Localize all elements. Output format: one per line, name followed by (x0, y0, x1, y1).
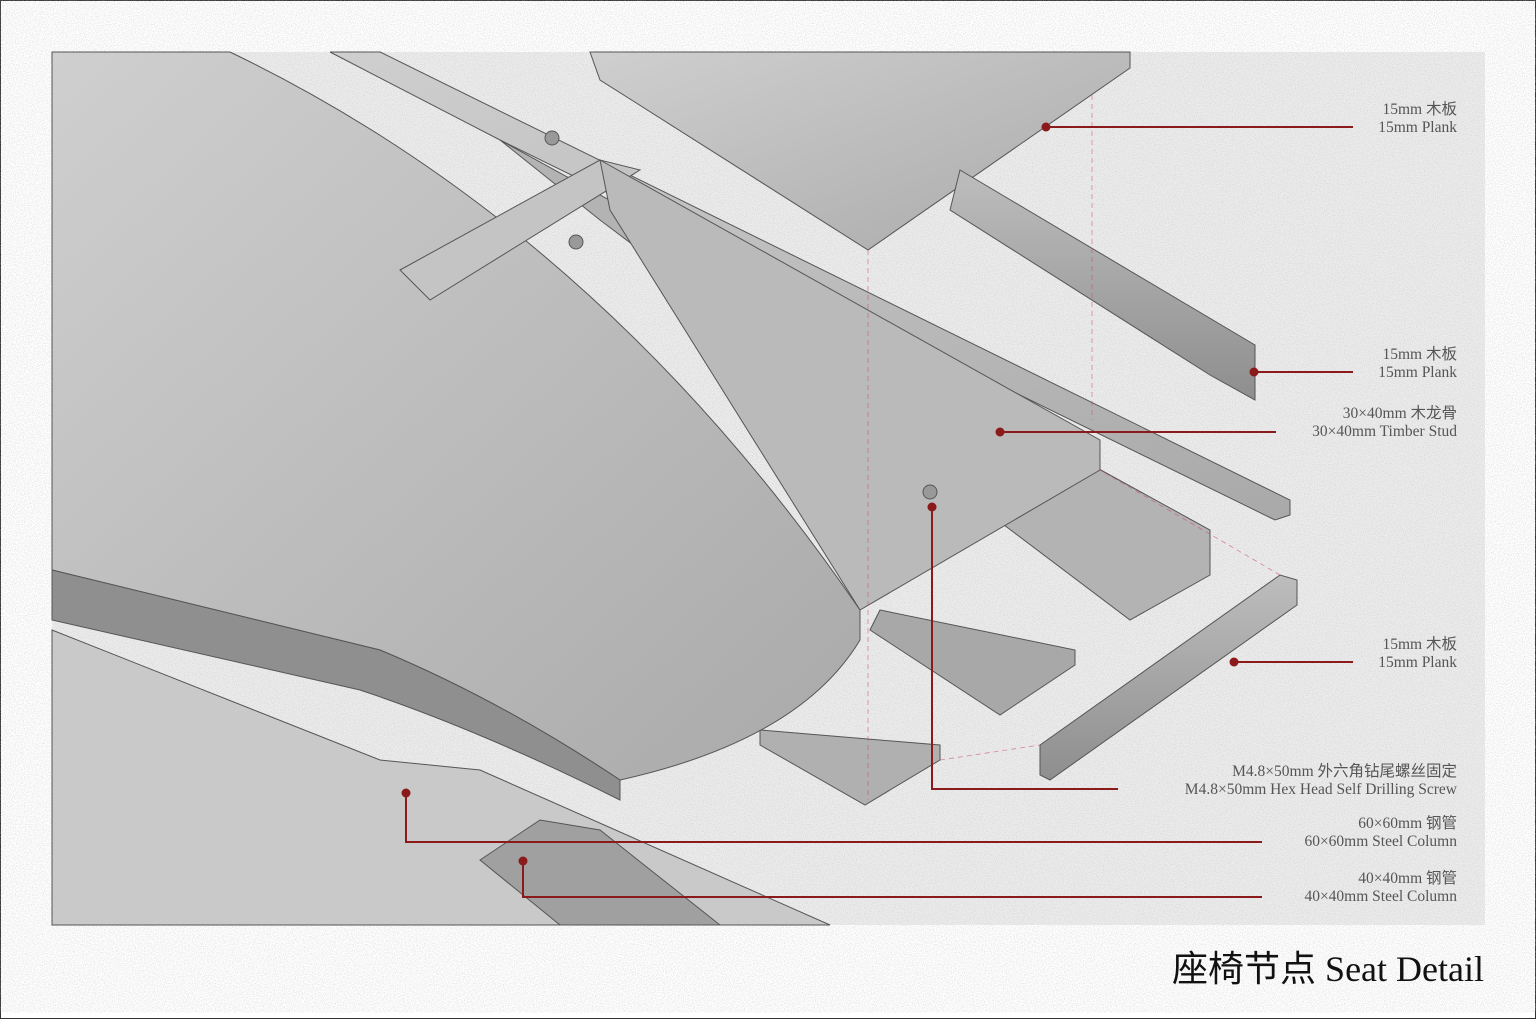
plank-strip (949, 169, 1256, 401)
timber-stud (399, 159, 642, 301)
exploded-parts (51, 51, 1298, 926)
leader-steel-60 (405, 793, 1262, 843)
label-en: 15mm Plank (1378, 119, 1457, 136)
hex-screw (568, 234, 584, 250)
label-zh: 40×40mm 钢管 (1358, 870, 1457, 887)
label-zh: 15mm 木板 (1382, 101, 1458, 118)
timber-stud (599, 159, 1101, 611)
label-zh: 15mm 木板 (1382, 346, 1458, 363)
label-en: 15mm Plank (1378, 654, 1457, 671)
plank-strip (759, 729, 941, 806)
projection-lines (867, 95, 1281, 800)
seat-edge (51, 569, 621, 801)
label-en: 30×40mm Timber Stud (1312, 423, 1457, 440)
label-en: 15mm Plank (1378, 364, 1457, 381)
leader-lines (405, 126, 1353, 898)
label-zh: 15mm 木板 (1382, 636, 1458, 653)
hex-screw (922, 484, 938, 500)
label-en: M4.8×50mm Hex Head Self Drilling Screw (1184, 781, 1457, 798)
label-en: 40×40mm Steel Column (1304, 888, 1457, 905)
leader-steel-40 (522, 861, 1262, 898)
hex-screw (544, 130, 560, 146)
steel-column-base (51, 629, 831, 926)
leader-dots (401, 122, 1259, 866)
top-plank (589, 51, 1131, 251)
plank-strip (869, 609, 1076, 716)
drawing-title: 座椅节点 Seat Detail (1172, 949, 1484, 989)
label-zh: M4.8×50mm 外六角钻尾螺丝固定 (1232, 763, 1457, 780)
label-en: 60×60mm Steel Column (1304, 833, 1457, 850)
leader-screw (931, 507, 1118, 790)
label-zh: 60×60mm 钢管 (1358, 815, 1457, 832)
steel-column (479, 819, 722, 926)
label-zh: 30×40mm 木龙骨 (1342, 405, 1457, 422)
